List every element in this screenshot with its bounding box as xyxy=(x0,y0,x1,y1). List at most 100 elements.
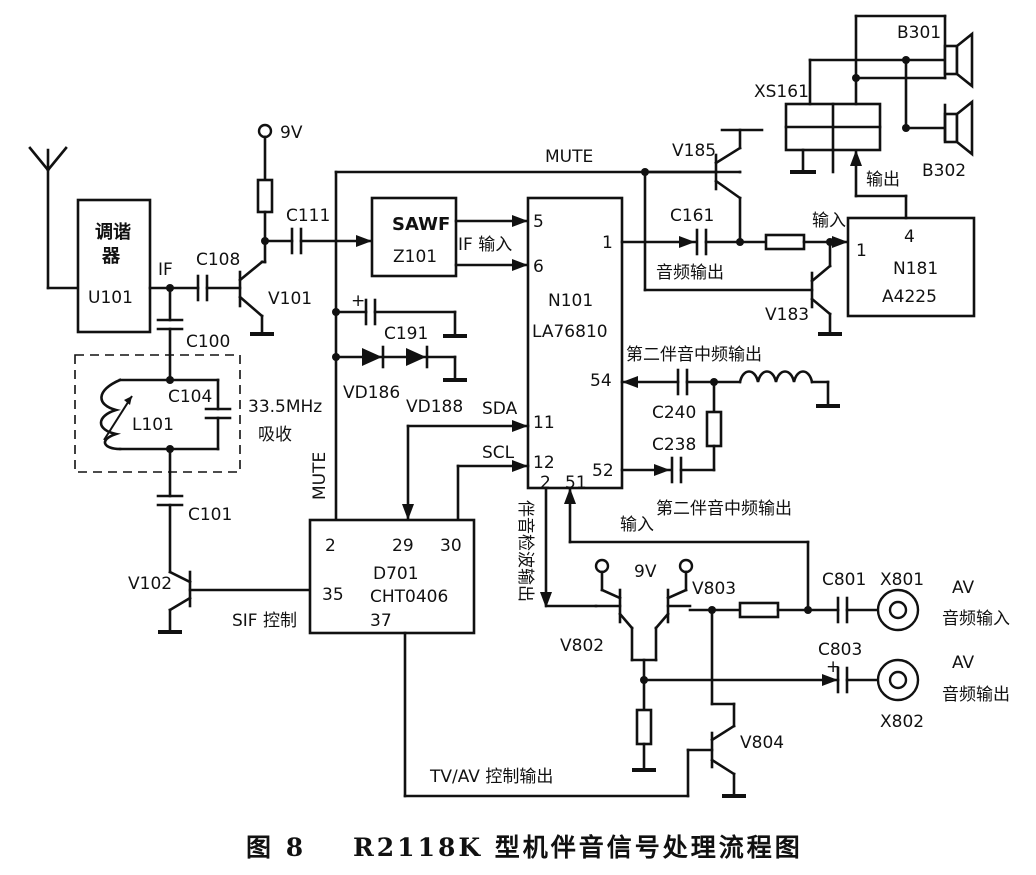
av-in-tag: AV xyxy=(952,578,975,598)
sif-out-upper-label: 第二伴音中频输出 xyxy=(626,345,762,365)
vd188-diode-icon xyxy=(406,348,426,366)
c100-label: C100 xyxy=(186,332,230,352)
c238-label: C238 xyxy=(652,435,696,455)
plus-c803: + xyxy=(826,657,840,677)
c240-label: C240 xyxy=(652,403,696,423)
sda-label: SDA xyxy=(482,399,518,419)
xs161-label: XS161 xyxy=(754,82,809,102)
antenna-icon xyxy=(28,146,80,290)
n101-ref: N101 xyxy=(548,291,593,311)
vcc-top-label: 9V xyxy=(280,123,303,143)
av-input-resistor xyxy=(738,601,780,619)
vd188-label: VD188 xyxy=(406,397,463,417)
n181-pin1: 1 xyxy=(856,241,867,261)
v102-label: V102 xyxy=(128,574,172,594)
vcc-bottom-right-terminal xyxy=(678,558,694,574)
v101-collector-resistor xyxy=(256,178,274,214)
x802-label: X802 xyxy=(880,712,924,732)
n181-part: A4225 xyxy=(882,287,937,307)
n101-pin52: 52 xyxy=(592,461,614,481)
b301-label: B301 xyxy=(897,23,941,43)
d701-mcu-box xyxy=(308,518,476,635)
figure-title: R2118K 型机伴音信号处理流程图 xyxy=(353,833,803,862)
c803-label: C803 xyxy=(818,640,862,660)
if-label: IF xyxy=(158,260,173,280)
det-out-label: 伴音检波输出 xyxy=(515,500,535,602)
c191-label: C191 xyxy=(384,324,428,344)
n181-pin4: 4 xyxy=(904,227,915,247)
d701-part: CHT0406 xyxy=(370,587,448,607)
tuner-box xyxy=(76,198,152,334)
v185-label: V185 xyxy=(672,141,716,161)
mute-top-label: MUTE xyxy=(545,147,593,167)
audio-series-resistor xyxy=(764,233,806,251)
sawf-name: SAWF xyxy=(392,214,450,235)
v803-label: V803 xyxy=(692,579,736,599)
n101-pin51: 51 xyxy=(565,473,587,493)
n101-pin54: 54 xyxy=(590,371,612,391)
input-amp-label: 输入 xyxy=(812,211,846,231)
n101-pin6: 6 xyxy=(533,257,544,277)
l101-coil-icon xyxy=(99,378,122,451)
sawf-ref: Z101 xyxy=(393,247,437,267)
plus-c191: + xyxy=(351,291,365,311)
n101-pin11: 11 xyxy=(533,413,555,433)
v101-label: V101 xyxy=(268,289,312,309)
c101-label: C101 xyxy=(188,505,232,525)
vd186-diode-icon xyxy=(362,348,382,366)
d701-pin30: 30 xyxy=(440,536,462,556)
n101-pin12: 12 xyxy=(533,453,555,473)
v183-label: V183 xyxy=(765,305,809,325)
av-in-label: 音频输入 xyxy=(942,609,1010,629)
v101-transistor-icon xyxy=(238,260,274,336)
speaker-b301-icon xyxy=(943,31,974,89)
tuner-ref: U101 xyxy=(88,288,133,308)
d701-pin35: 35 xyxy=(322,585,344,605)
vcc-top-terminal xyxy=(257,123,273,139)
audio-out-label: 音频输出 xyxy=(656,263,724,283)
d701-pin29: 29 xyxy=(392,536,414,556)
av-out-label: 音频输出 xyxy=(942,685,1010,705)
n181-ic-box xyxy=(846,216,976,318)
vcc-bottom-left-terminal xyxy=(594,558,610,574)
sif-coil-icon xyxy=(738,370,814,384)
sif-divider-resistor xyxy=(705,410,723,448)
v185-transistor-icon xyxy=(643,128,764,244)
trap-freq-label: 33.5MHz xyxy=(248,397,322,417)
n101-part: LA76810 xyxy=(532,322,608,342)
tuner-name-2: 器 xyxy=(101,246,121,267)
figure-number: 图 8 xyxy=(246,833,306,862)
d701-ref: D701 xyxy=(373,564,419,584)
l101-label: L101 xyxy=(132,415,174,435)
trap-dashed-box xyxy=(74,354,241,473)
d701-pin37: 37 xyxy=(370,611,392,631)
b302-label: B302 xyxy=(922,161,966,181)
v183-transistor-icon xyxy=(810,240,842,336)
n101-pin5: 5 xyxy=(533,212,544,232)
tvav-ctrl-label: TV/AV 控制输出 xyxy=(429,767,553,787)
if-input-label: IF 输入 xyxy=(458,235,512,255)
c111-label: C111 xyxy=(286,206,330,226)
speaker-b302-icon xyxy=(943,99,974,157)
c108-label: C108 xyxy=(196,250,240,270)
x801-label: X801 xyxy=(880,570,924,590)
v802-transistor-icon xyxy=(594,570,634,662)
c104-label: C104 xyxy=(168,387,212,407)
c801-label: C801 xyxy=(822,570,866,590)
tuner-name-1: 调谐 xyxy=(95,222,131,243)
input-51-label: 输入 xyxy=(620,515,654,535)
output-amp-label: 输出 xyxy=(866,170,900,190)
emitter-resistor xyxy=(635,708,653,746)
n101-pin1: 1 xyxy=(602,233,613,253)
av-out-tag: AV xyxy=(952,653,975,673)
n181-ref: N181 xyxy=(893,259,938,279)
c161-label: C161 xyxy=(670,206,714,226)
mute-side-label: MUTE xyxy=(310,452,330,500)
sif-ctrl-label: SIF 控制 xyxy=(232,611,297,631)
trap-desc-label: 吸收 xyxy=(258,425,292,445)
vcc-bottom-label: 9V xyxy=(634,562,657,582)
v804-label: V804 xyxy=(740,733,784,753)
v804-transistor-icon xyxy=(710,702,746,798)
